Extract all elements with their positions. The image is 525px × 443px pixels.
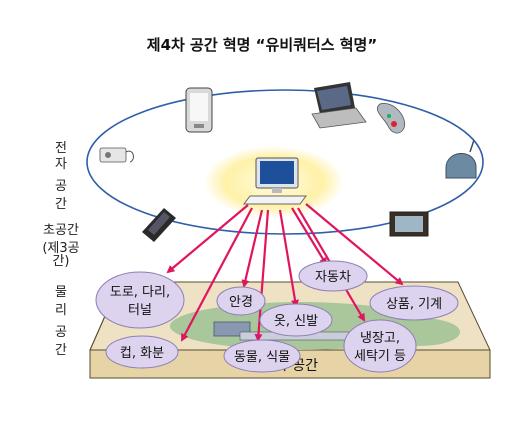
bubble-glasses: 안경 (216, 286, 266, 316)
svg-text:상품, 기계: 상품, 기계 (386, 297, 442, 312)
bubble-fridge: 냉장고, 세탁기 등 (343, 319, 417, 373)
laptop-icon (311, 82, 367, 129)
svg-text:동물, 식물: 동물, 식물 (234, 350, 290, 365)
svg-text:냉장고,: 냉장고, (360, 331, 400, 346)
bubble-goods: 상품, 기계 (369, 285, 459, 321)
svg-text:컵, 화분: 컵, 화분 (120, 346, 164, 361)
svg-text:안경: 안경 (229, 295, 253, 310)
mobile-phone-icon (142, 208, 176, 242)
remote-control-icon (376, 103, 406, 134)
svg-text:터널: 터널 (128, 303, 152, 318)
svg-text:세탁기 등: 세탁기 등 (354, 349, 406, 364)
svg-text:옷, 신발: 옷, 신발 (274, 314, 318, 329)
router-device-icon (445, 139, 477, 179)
arrow-to-car (291, 207, 328, 266)
hyper-space-label: 초공간 (제3공간) (42, 223, 80, 269)
physical-space-label: 물 리 공 간 (55, 285, 67, 358)
arrow-to-glasses (241, 209, 264, 288)
arrow-to-cup (181, 207, 253, 342)
bubble-road: 도로, 다리, 터널 (95, 271, 185, 329)
svg-text:도로, 다리,: 도로, 다리, (110, 285, 170, 300)
arrow-to-clothes (278, 209, 299, 308)
display-panel-icon (389, 211, 429, 237)
bubble-cup: 컵, 화분 (105, 335, 179, 369)
webcam-icon (99, 147, 134, 163)
arrow-to-goods (305, 203, 404, 286)
connection-arrows (166, 203, 404, 342)
arrow-to-road (166, 204, 249, 274)
bubble-car: 자동차 (298, 260, 368, 292)
bubble-clothes: 옷, 신발 (259, 303, 333, 337)
bubble-animals: 동물, 식물 (223, 339, 301, 373)
desktop-computer-icon (243, 157, 307, 205)
electronic-space-label: 전 자 공 간 (55, 141, 67, 212)
diagram-title: 제4차 공간 혁명 “유비쿼터스 혁명” (147, 36, 377, 54)
pda-device-icon (185, 87, 213, 133)
svg-text:자동차: 자동차 (315, 270, 351, 285)
